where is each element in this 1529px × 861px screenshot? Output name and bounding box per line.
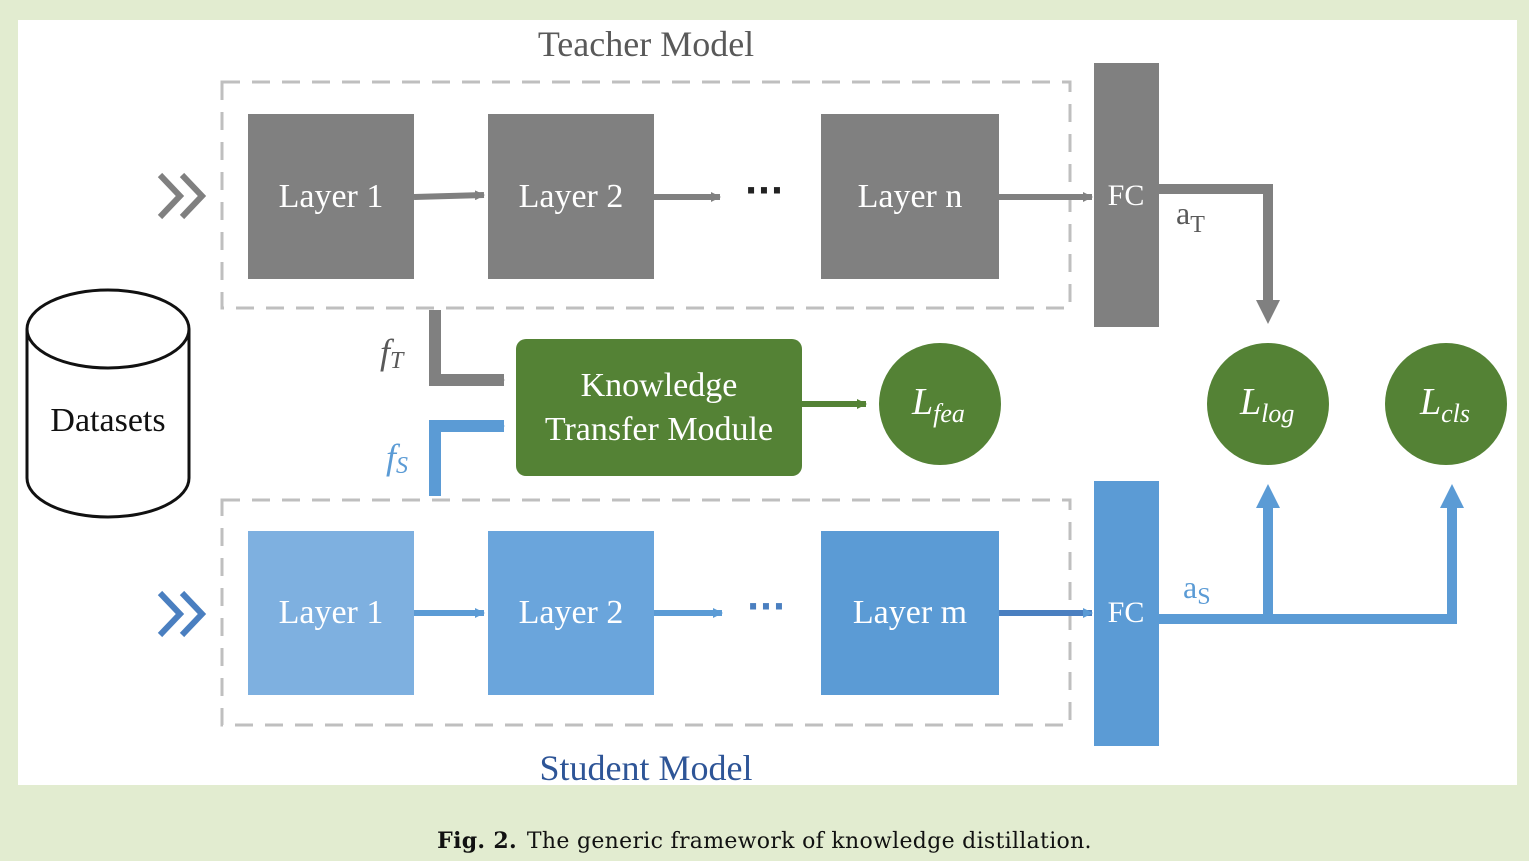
feature-loss-node [879,343,1001,465]
logit-loss-node [1207,343,1329,465]
teacher-arrow-l1-l2 [413,190,485,201]
knowledge-transfer-module [516,339,802,476]
figure-caption-text: The generic framework of knowledge disti… [526,829,1092,854]
student-layer-1-label: Layer 1 [279,594,384,631]
student-layer-m [821,531,999,695]
feature-loss-label: Lfea [911,381,965,428]
teacher-feature-arrow [429,310,505,386]
teacher-fc-label: FC [1108,179,1145,212]
student-ellipsis: ··· [747,587,786,627]
ktm-label-line1: Knowledge [581,367,738,404]
teacher-ellipsis: ··· [745,171,784,211]
teacher-input-chevron-icon [157,172,207,220]
teacher-layer-1 [248,114,414,279]
student-logits-label: aS [1183,569,1211,610]
teacher-logits-label: aT [1176,195,1205,238]
teacher-model-title: Teacher Model [538,24,754,64]
class-loss-node [1385,343,1507,465]
student-fc-block [1094,481,1159,746]
student-layer-m-label: Layer m [853,594,967,631]
teacher-layer-1-label: Layer 1 [279,178,384,215]
student-feature-label: fS [386,437,408,479]
student-fc-label: FC [1108,596,1145,629]
student-input-chevron-icon [157,590,207,638]
teacher-layer-n-label: Layer n [858,178,963,215]
logit-loss-label: Llog [1239,381,1294,428]
student-layer-1 [248,531,414,695]
student-model-title: Student Model [540,748,753,788]
teacher-layer-2-label: Layer 2 [519,178,624,215]
teacher-logits-arrow [1159,184,1280,324]
student-layer-2-label: Layer 2 [519,594,624,631]
student-feature-arrow [429,420,505,496]
student-layer-2 [488,531,654,695]
teacher-layer-2 [488,114,654,279]
figure-caption: Fig. 2. The generic framework of knowledg… [0,828,1529,854]
figure-caption-label: Fig. 2. [437,828,517,854]
class-loss-label: Lcls [1419,381,1470,428]
teacher-fc-block [1094,63,1159,327]
datasets-label: Datasets [50,402,165,439]
datasets-cylinder-icon [25,288,191,519]
teacher-feature-label: fT [380,332,405,374]
knowledge-distillation-diagram: Teacher Model Layer 1 Layer 2 Layer n ··… [25,24,1507,788]
teacher-layer-n [821,114,999,279]
ktm-label-line2: Transfer Module [545,411,773,448]
